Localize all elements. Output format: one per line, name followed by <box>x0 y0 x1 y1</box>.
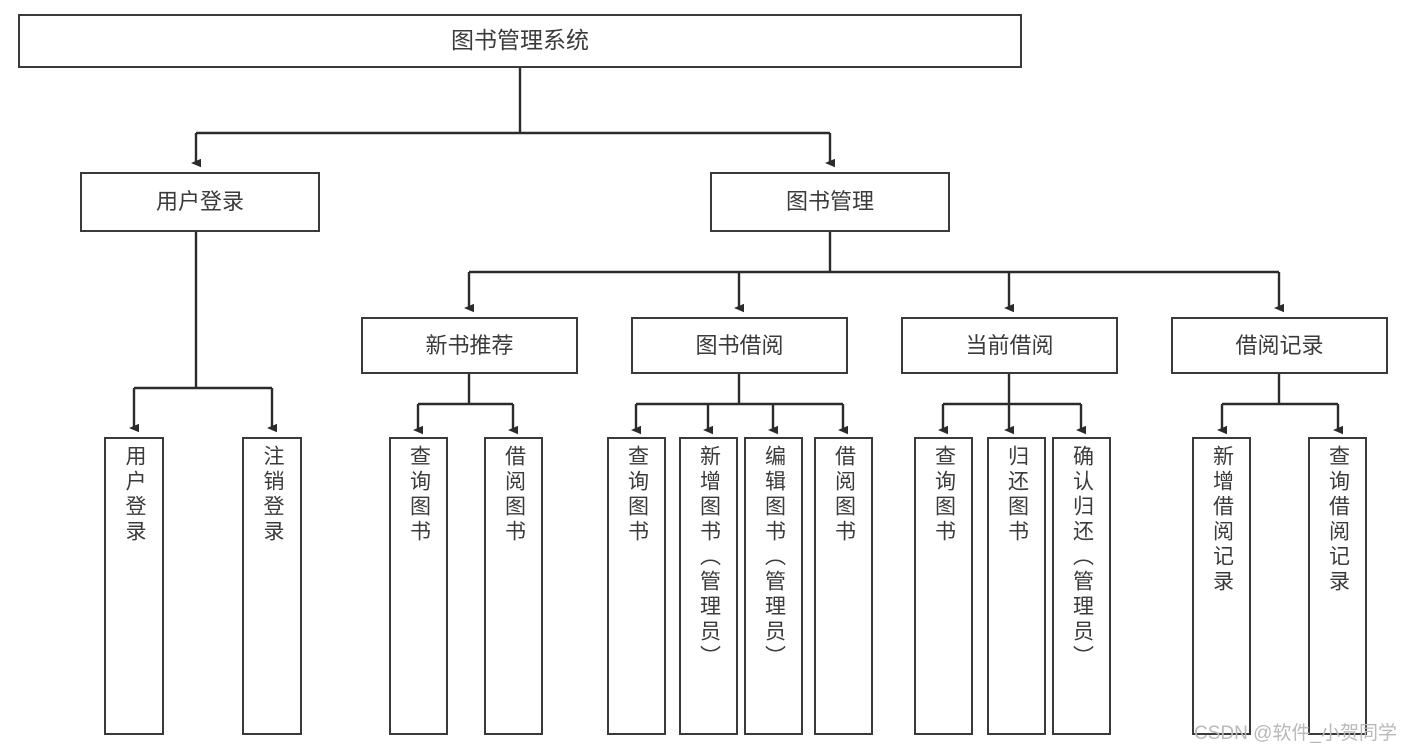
node-leaf-query-book-3[interactable]: 查询图书 <box>914 437 973 735</box>
node-label: 用户登录 <box>155 189 244 215</box>
node-label: 图书管理 <box>785 189 874 215</box>
node-borrow-record[interactable]: 借阅记录 <box>1171 317 1388 374</box>
node-leaf-query-book-2[interactable]: 查询图书 <box>607 437 666 735</box>
node-label: 图书借阅 <box>695 332 784 358</box>
node-new-book-recommend[interactable]: 新书推荐 <box>361 317 578 374</box>
node-leaf-return-book[interactable]: 归还图书 <box>987 437 1046 735</box>
edges-root-to-level2 <box>191 68 835 168</box>
edges-newbook-to-leaves <box>413 374 518 435</box>
node-label: 图书管理系统 <box>451 27 589 54</box>
edges-userlogin-to-leaves <box>129 232 277 433</box>
node-label: 新增图书（管理员） <box>697 445 721 670</box>
node-leaf-add-book[interactable]: 新增图书（管理员） <box>679 437 738 735</box>
node-leaf-logout-login[interactable]: 注销登录 <box>242 437 302 735</box>
node-leaf-query-borrow-record[interactable]: 查询借阅记录 <box>1308 437 1367 735</box>
node-label: 归还图书 <box>1005 445 1029 545</box>
node-label: 用户登录 <box>123 445 147 545</box>
node-label: 查询借阅记录 <box>1326 445 1350 595</box>
node-label: 当前借阅 <box>965 332 1054 358</box>
node-label: 借阅图书 <box>502 445 526 545</box>
node-label: 查询图书 <box>932 445 956 545</box>
node-label: 确认归还（管理员） <box>1070 445 1094 670</box>
node-label: 借阅图书 <box>832 445 856 545</box>
node-user-login[interactable]: 用户登录 <box>80 172 320 232</box>
node-label: 查询图书 <box>407 445 431 545</box>
node-label: 新书推荐 <box>425 332 514 358</box>
edges-borrowrecord-to-leaves <box>1217 374 1343 435</box>
node-leaf-confirm-return[interactable]: 确认归还（管理员） <box>1052 437 1111 735</box>
node-leaf-edit-book[interactable]: 编辑图书（管理员） <box>744 437 803 735</box>
node-label: 借阅记录 <box>1235 332 1324 358</box>
node-label: 编辑图书（管理员） <box>762 445 786 670</box>
node-label: 注销登录 <box>261 445 285 545</box>
edges-bookborrow-to-leaves <box>631 374 848 435</box>
node-current-borrow[interactable]: 当前借阅 <box>901 317 1118 374</box>
node-label: 查询图书 <box>625 445 649 545</box>
edges-bookmanagement-to-level3 <box>464 232 1284 313</box>
node-book-management[interactable]: 图书管理 <box>710 172 950 232</box>
node-label: 新增借阅记录 <box>1210 445 1234 595</box>
edges-currentborrow-to-leaves <box>938 374 1086 435</box>
node-root-library-management-system[interactable]: 图书管理系统 <box>18 14 1022 68</box>
node-book-borrow[interactable]: 图书借阅 <box>631 317 848 374</box>
node-leaf-borrow-book-1[interactable]: 借阅图书 <box>484 437 543 735</box>
node-leaf-user-login[interactable]: 用户登录 <box>104 437 164 735</box>
node-leaf-add-borrow-record[interactable]: 新增借阅记录 <box>1192 437 1251 735</box>
node-leaf-query-book-1[interactable]: 查询图书 <box>389 437 448 735</box>
node-leaf-borrow-book-2[interactable]: 借阅图书 <box>814 437 873 735</box>
